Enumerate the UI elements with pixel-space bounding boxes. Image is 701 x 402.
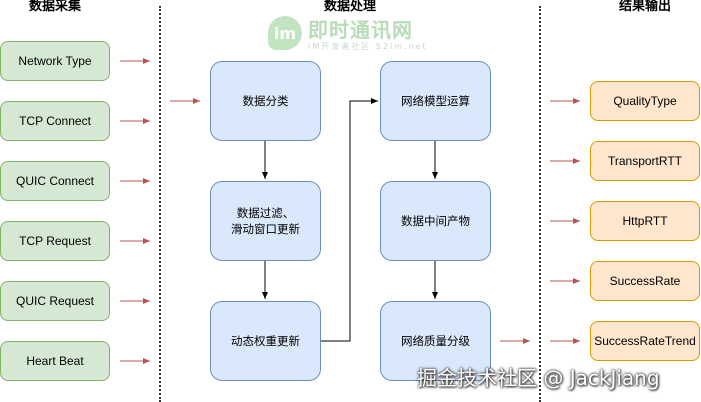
output-qualitytype: QualityType — [590, 81, 700, 121]
input-network-type: Network Type — [0, 41, 110, 81]
im-logo-subtitle: IM开发者社区 52im.net — [308, 42, 428, 51]
arrow-weight-model — [321, 98, 378, 342]
divider-right — [539, 6, 541, 402]
im-logo: im 即时通讯网 IM开发者社区 52im.net — [268, 14, 440, 60]
section-title-output: 结果输出 — [618, 0, 671, 14]
input-heart-beat: Heart Beat — [0, 341, 110, 381]
process-intermediate: 数据中间产物 — [380, 181, 491, 261]
section-title-collect: 数据采集 — [28, 0, 81, 14]
process-arrows — [262, 98, 438, 342]
input-tcp-request: TCP Request — [0, 221, 110, 261]
process-filter-label: 数据过滤、 滑动窗口更新 — [231, 206, 300, 236]
process-intermediate-label: 数据中间产物 — [401, 214, 470, 228]
output-arrows — [550, 98, 580, 344]
input-quic-request: QUIC Request — [0, 281, 110, 321]
section-title-process: 数据处理 — [323, 0, 376, 14]
output-successratetrend: SuccessRateTrend — [590, 321, 700, 361]
output-transportrtt: TransportRTT — [590, 141, 700, 181]
process-classify-label: 数据分类 — [242, 94, 289, 108]
process-weight-label: 动态权重更新 — [231, 334, 300, 348]
input-quic-connect: QUIC Connect — [0, 161, 110, 201]
process-filter: 数据过滤、 滑动窗口更新 — [210, 181, 321, 261]
output-successrate: SuccessRate — [590, 261, 700, 301]
process-model: 网络模型运算 — [380, 61, 491, 141]
process-grade-label: 网络质量分级 — [401, 334, 470, 348]
input-tcp-connect: TCP Connect — [0, 101, 110, 141]
im-logo-name: 即时通讯网 — [308, 18, 413, 42]
process-model-label: 网络模型运算 — [401, 94, 470, 108]
process-weight: 动态权重更新 — [210, 301, 321, 381]
juejin-watermark: 掘金技术社区 @ JackJiang — [417, 366, 660, 390]
process-grade: 网络质量分级 — [380, 301, 491, 381]
output-httprtt: HttpRTT — [590, 201, 700, 241]
input-arrows — [120, 58, 530, 364]
im-logo-mark: im — [268, 16, 302, 50]
divider-left — [159, 6, 161, 402]
process-classify: 数据分类 — [210, 61, 321, 141]
